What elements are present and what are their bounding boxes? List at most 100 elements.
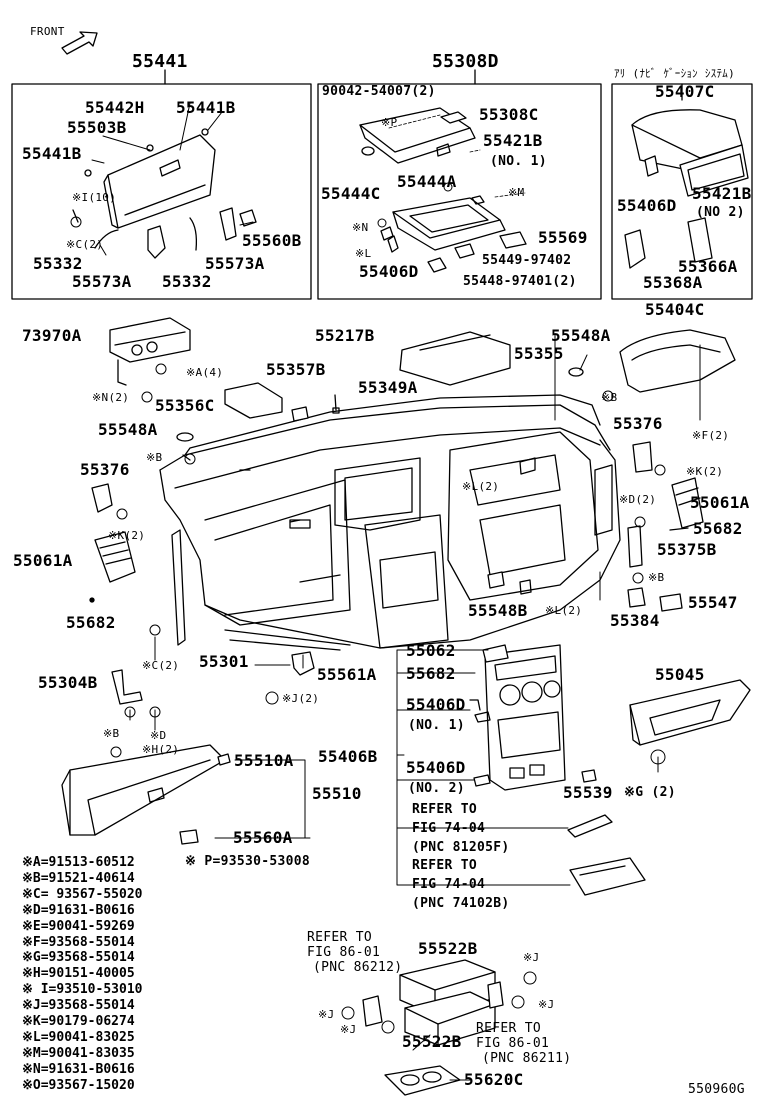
- navigation-bezel-drawing: [624, 109, 749, 269]
- part-55548A-label-2: 55548A: [98, 420, 158, 439]
- part-55548B-label: 55548B: [468, 601, 528, 620]
- part-55332-label-2: 55332: [162, 272, 212, 291]
- part-73970A-label: 73970A: [22, 326, 82, 345]
- part-55569-label: 55569: [538, 228, 588, 247]
- fastener-l2-label-2: ※L(2): [545, 604, 583, 617]
- part-55356C-label: 55356C: [155, 396, 215, 415]
- fastener-j2-label: ※J(2): [282, 692, 320, 705]
- fig-86-01-label-2: FIG 86-01: [476, 1036, 550, 1051]
- side-panel-drawing: [629, 679, 751, 746]
- part-55539-label: 55539: [563, 783, 613, 802]
- no2-label: (NO. 2): [408, 781, 465, 796]
- legend-row-l: ※L=90041-83025: [22, 1029, 135, 1045]
- part-55406D-no1-label: 55406D: [406, 695, 466, 714]
- part-55384-label: 55384: [610, 611, 660, 630]
- part-55301-label: 55301: [199, 652, 249, 671]
- glove-box-door-drawing: [103, 134, 216, 229]
- main-area-parts-drawing: [89, 317, 736, 705]
- part-55441B-label-2: 55441B: [22, 144, 82, 163]
- legend-row-k: ※K=90179-06274: [22, 1014, 135, 1030]
- refer-to-label-3: REFER TO: [307, 930, 373, 945]
- fastener-b-label: ※B: [601, 391, 618, 404]
- part-55421B-nav-label: 55421B: [692, 184, 752, 203]
- fastener-j-label-3: ※J: [340, 1023, 357, 1036]
- part-55421B-no2-label: (NO 2): [696, 205, 745, 220]
- part-55357B-label: 55357B: [266, 360, 326, 379]
- part-55441B-label: 55441B: [176, 98, 236, 117]
- legend-row-a: ※A=91513-60512: [22, 855, 135, 870]
- part-55421B-no1-label: (NO. 1): [490, 154, 547, 169]
- fastener-b-label-4: ※B: [103, 727, 120, 740]
- part-55560B-label: 55560B: [242, 231, 302, 250]
- part-55376-label: 55376: [80, 460, 130, 479]
- fastener-b-label-3: ※B: [648, 571, 665, 584]
- front-arrow-icon: [61, 31, 98, 55]
- part-55406B-label: 55406B: [318, 747, 378, 766]
- fig-74-04-label-2: FIG 74-04: [412, 877, 486, 892]
- part-55682-label: 55682: [693, 519, 743, 538]
- legend-row-d: ※D=91631-B0616: [22, 902, 135, 918]
- part-55355-label: 55355: [514, 344, 564, 363]
- legend-row-e: ※E=90041-59269: [22, 918, 135, 934]
- fastener-legend: ※A=91513-60512 ※B=91521-40614 ※C= 93567-…: [22, 855, 142, 1094]
- part-55682-label-2: 55682: [66, 613, 116, 632]
- part-55061A-label: 55061A: [690, 493, 750, 512]
- part-55406D-label: 55406D: [359, 262, 419, 281]
- fastener-b-label-2: ※B: [146, 451, 163, 464]
- part-55406D-nav-label: 55406D: [617, 196, 677, 215]
- upper-compartment-group-box: [317, 83, 602, 300]
- part-55573A-label-2: 55573A: [205, 254, 265, 273]
- part-55547-label: 55547: [688, 593, 738, 612]
- upper-box-drawing: [359, 107, 527, 273]
- fastener-m-label: ※M: [508, 186, 525, 199]
- legend-row-h: ※H=90151-40005: [22, 966, 135, 982]
- part-55308D-label: 55308D: [432, 51, 499, 72]
- fastener-j-label-2: ※J: [318, 1008, 335, 1021]
- fastener-p-label: ※P: [381, 116, 398, 129]
- fastener-d2-label: ※D(2): [619, 493, 657, 506]
- part-55560A-label: 55560A: [233, 828, 293, 847]
- fastener-l2-label: ※L(2): [462, 480, 500, 493]
- glove-box-drawing: [61, 744, 231, 845]
- part-55548A-label: 55548A: [551, 326, 611, 345]
- navigation-system-note: ｱﾘ (ﾅﾋﾞ ｹﾞｰｼｮﾝ ｼｽﾃﾑ): [614, 67, 736, 80]
- fastener-n-label: ※N: [352, 221, 369, 234]
- legend-row-b: ※B=91521-40614: [22, 870, 135, 886]
- legend-row-m: ※M=90041-83035: [22, 1045, 135, 1061]
- fastener-d-label: ※D: [150, 729, 167, 742]
- fastener-i10-label: ※I(10): [72, 191, 117, 204]
- no1-label: (NO. 1): [408, 718, 465, 733]
- front-label: FRONT: [30, 25, 65, 38]
- center-cluster-drawing: [469, 644, 646, 896]
- part-55522B-label-2: 55522B: [402, 1032, 462, 1051]
- part-55561A-label: 55561A: [317, 665, 377, 684]
- part-55368A-label: 55368A: [643, 273, 703, 292]
- part-55304B-label: 55304B: [38, 673, 98, 692]
- part-55375B-label: 55375B: [657, 540, 717, 559]
- legend-row-p: ※ P=93530-53008: [185, 854, 310, 869]
- fastener-k2-label: ※K(2): [108, 529, 146, 542]
- part-55510A-label: 55510A: [234, 751, 294, 770]
- part-55404C-label: 55404C: [645, 300, 705, 319]
- fastener-a4-label: ※A(4): [186, 366, 224, 379]
- refer-to-label: REFER TO: [412, 802, 478, 817]
- fastener-markers: [70, 182, 666, 1034]
- part-55421B-label: 55421B: [483, 131, 543, 150]
- refer-to-label-2: REFER TO: [412, 858, 478, 873]
- fastener-k2-label-2: ※K(2): [686, 465, 724, 478]
- fastener-f2-label: ※F(2): [692, 429, 730, 442]
- legend-row-o: ※O=93567-15020: [22, 1077, 135, 1093]
- part-55366A-label: 55366A: [678, 257, 738, 276]
- pnc-74102B-label: (PNC 74102B): [412, 896, 510, 911]
- part-55442H-label: 55442H: [85, 98, 145, 117]
- fastener-c2-label-2: ※C(2): [142, 659, 180, 672]
- part-55449-label: 55449-97402: [482, 253, 572, 268]
- legend-row-i: ※ I=93510-53010: [22, 982, 143, 998]
- pnc-81205F-label: (PNC 81205F): [412, 840, 510, 855]
- part-90042-label: 90042-54007(2): [322, 84, 436, 99]
- part-55376-label-2: 55376: [613, 414, 663, 433]
- part-55444C-label: 55444C: [321, 184, 381, 203]
- part-55503B-label: 55503B: [67, 118, 127, 137]
- fig-74-04-label: FIG 74-04: [412, 821, 486, 836]
